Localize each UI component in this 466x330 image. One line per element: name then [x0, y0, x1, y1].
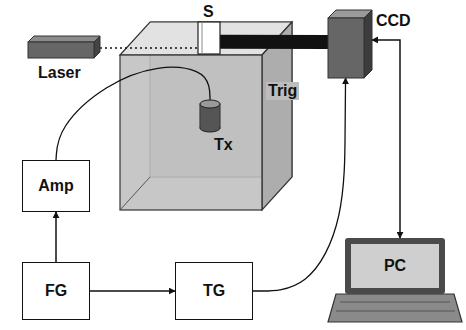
box-label: PC	[384, 257, 406, 275]
box-label: TG	[203, 282, 225, 300]
keyboard-row	[336, 311, 455, 312]
ccd-camera: CCD	[328, 10, 372, 78]
sample-shape	[198, 22, 220, 54]
function-generator-box: FG	[22, 262, 90, 320]
box-label: FG	[45, 282, 67, 300]
part-label: CCD	[376, 12, 411, 30]
cyl-shape	[200, 100, 220, 132]
pc-screen: PC	[345, 238, 445, 294]
part-label: S	[203, 3, 214, 21]
keyboard-row	[340, 302, 450, 303]
signal-label: Trig	[266, 82, 299, 100]
amplifier-box: Amp	[22, 160, 90, 212]
signal-arrow	[55, 212, 57, 262]
camera-lens-tube	[220, 35, 328, 49]
laptop-keyboard	[328, 294, 462, 322]
tank-edge	[120, 177, 150, 210]
laser-source: Laser	[28, 36, 100, 58]
part-label: Tx	[214, 136, 233, 154]
ccd-shape	[328, 10, 372, 78]
transducer: Tx	[200, 100, 220, 132]
tank-front	[120, 55, 262, 210]
signal-arrow	[90, 290, 175, 292]
sample-holder: S	[198, 22, 220, 54]
laser-shape	[28, 36, 100, 58]
data-link	[372, 40, 400, 238]
box-label: Amp	[38, 177, 74, 195]
tank-side	[262, 22, 292, 210]
laser-beam	[100, 47, 198, 49]
trigger-generator-box: TG	[175, 262, 253, 320]
drive-cable	[56, 67, 210, 160]
trigger-cable	[253, 78, 346, 291]
part-label: Laser	[38, 64, 81, 82]
